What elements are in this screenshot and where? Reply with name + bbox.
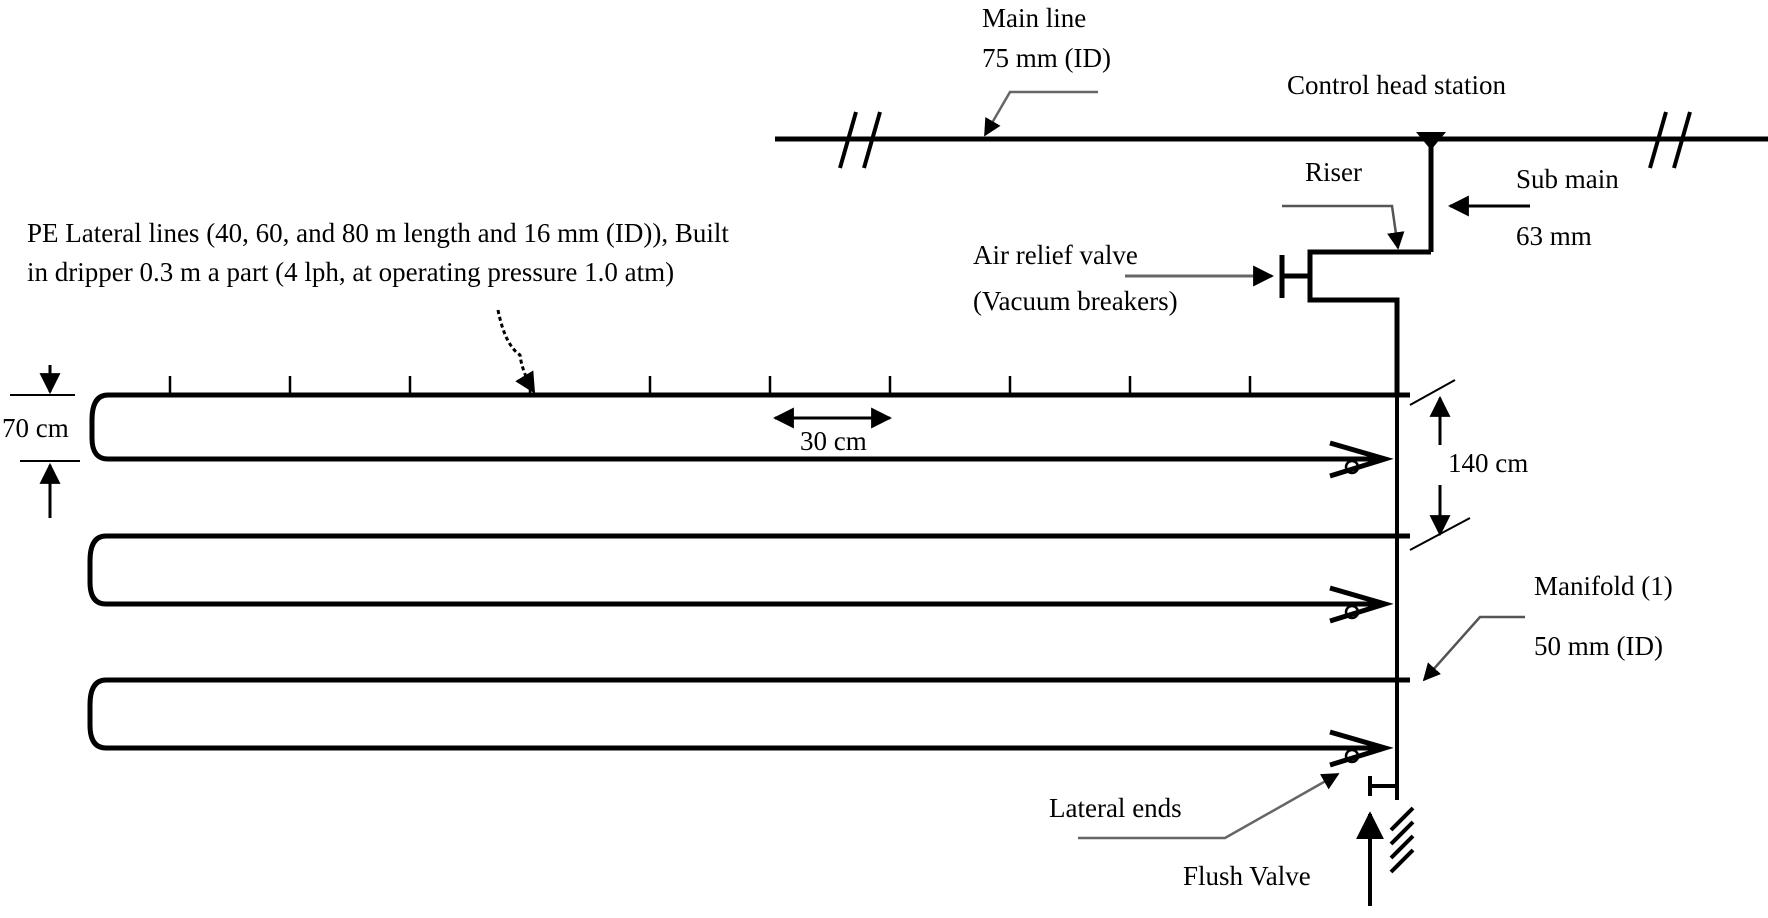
flush-valve [1368,776,1397,796]
leader-arrows [496,90,1530,906]
riser-line [1307,139,1434,395]
lateral-loop-1 [89,392,1410,479]
manifold-size-label: 50 mm (ID) [1534,631,1663,661]
loop-spacing-label: 70 cm [2,413,69,443]
manifold-end-break [1389,806,1415,874]
sub-main-size-label: 63 mm [1516,221,1592,251]
air-relief-valve-sublabel: (Vacuum breakers) [973,286,1178,316]
riser-label: Riser [1305,157,1362,187]
lateral-spacing-dimension [1409,379,1471,551]
air-relief-valve [1279,255,1310,298]
lateral-loop-3 [87,677,1410,768]
lateral-spacing-label: 140 cm [1448,448,1528,478]
lateral-description-line-2: in dripper 0.3 m a part (4 lph, at opera… [27,257,674,287]
main-line-size-label: 75 mm (ID) [982,43,1111,73]
lateral-loop-2 [87,533,1410,624]
main-line-break-left [838,111,882,169]
loop-spacing-dimension [10,365,80,518]
flush-valve-label: Flush Valve [1183,861,1311,891]
manifold-label: Manifold (1) [1534,571,1673,601]
main-line-label: Main line [982,3,1086,33]
main-line-break-right [1648,111,1692,169]
sub-main-label: Sub main [1516,164,1619,194]
lateral-ends-label: Lateral ends [1049,793,1182,823]
dripper-spacing-label: 30 cm [800,426,867,456]
dripper-ticks [168,376,1252,395]
lateral-description-line-1: PE Lateral lines (40, 60, and 80 m lengt… [27,218,729,248]
control-head-label: Control head station [1287,70,1506,100]
air-relief-valve-label: Air relief valve [973,240,1138,270]
